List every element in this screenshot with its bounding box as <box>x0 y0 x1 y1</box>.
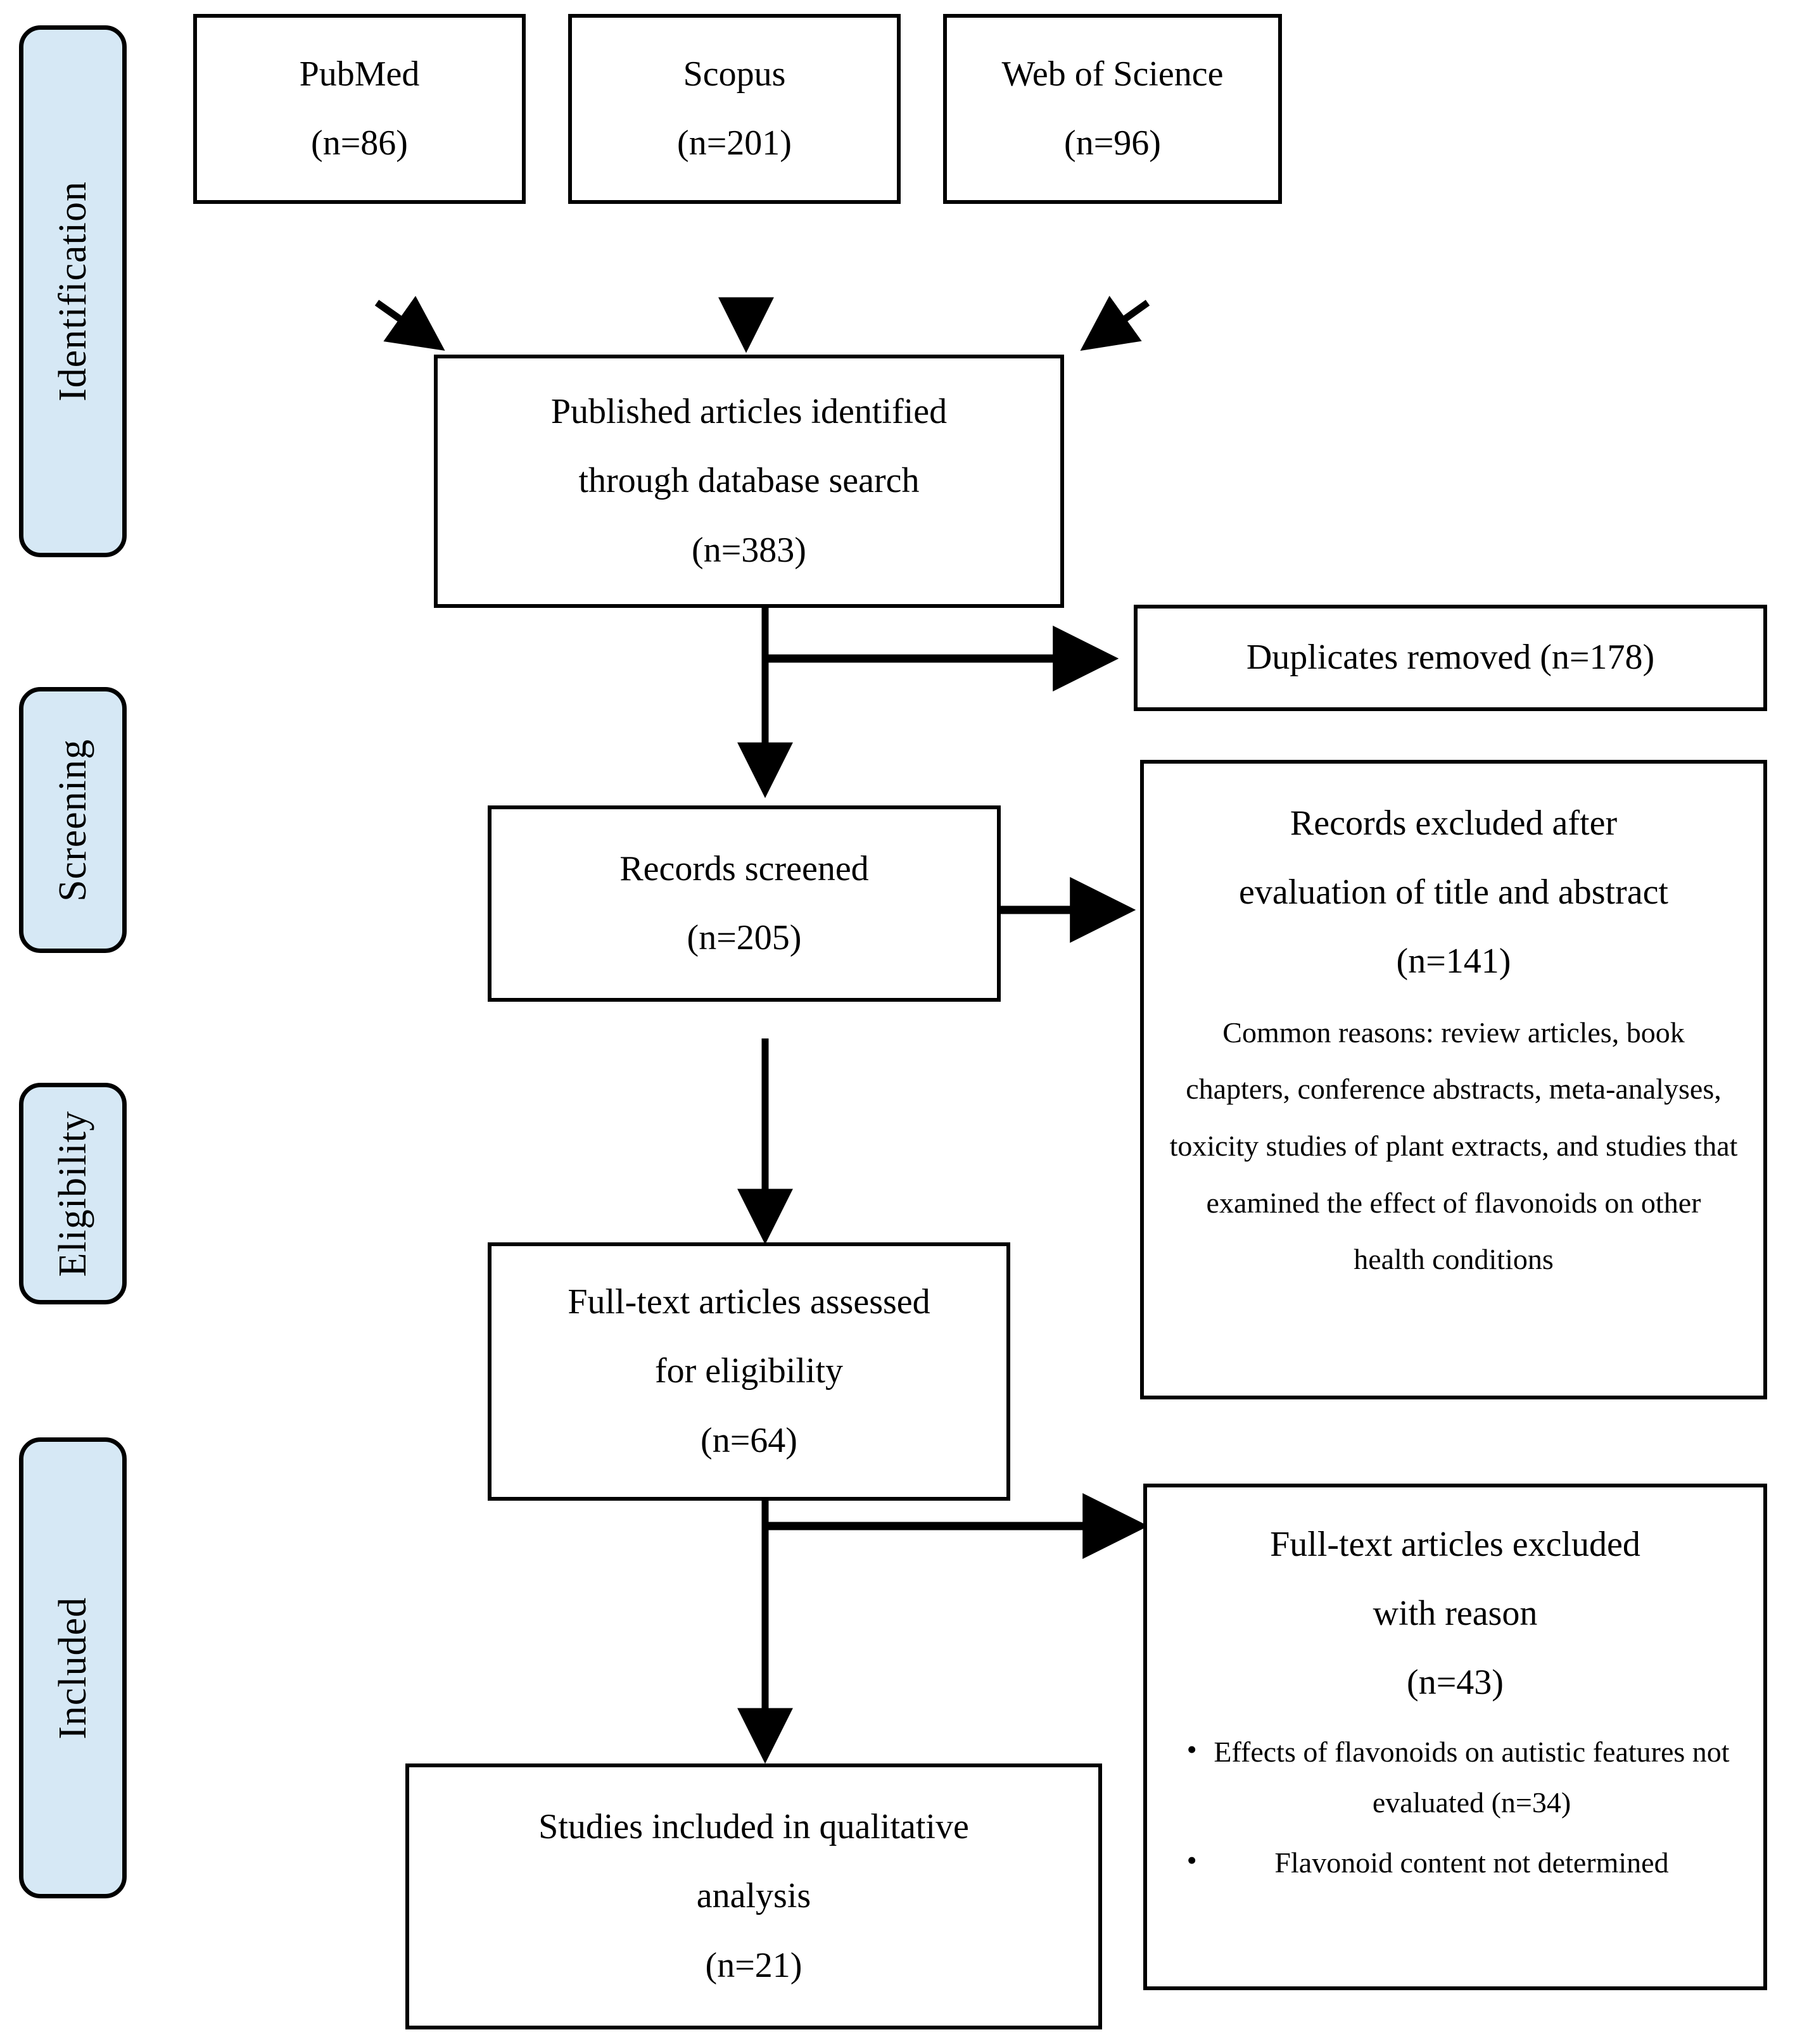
fulltext-excluded-count: (n=43) <box>1407 1663 1504 1703</box>
fulltext-excluded-line-1: Full-text articles excluded <box>1270 1525 1640 1564</box>
identified-line-1: Published articles identified <box>550 392 948 432</box>
records-excluded-count: (n=141) <box>1396 942 1511 981</box>
stage-included: Included <box>19 1437 127 1898</box>
duplicates-removed-text: Duplicates removed (n=178) <box>1246 638 1655 678</box>
source-name-scopus: Scopus <box>683 54 786 94</box>
records-excluded-line-1: Records excluded after <box>1290 804 1618 843</box>
source-count-pubmed: (n=86) <box>311 123 408 163</box>
records-excluded-reasons: Common reasons: review articles, book ch… <box>1169 1016 1738 1276</box>
studies-included-line-1: Studies included in qualitative <box>538 1807 969 1847</box>
source-box-web-of-science: Web of Science (n=96) <box>943 14 1282 204</box>
records-screened-count: (n=205) <box>687 918 802 957</box>
box-duplicates-removed: Duplicates removed (n=178) <box>1134 605 1767 711</box>
arrow-wos-to-identified <box>1080 296 1150 351</box>
list-item: Effects of flavonoids on autistic featur… <box>1178 1724 1733 1829</box>
studies-included-line-2: analysis <box>696 1876 811 1916</box>
box-records-screened: Records screened (n=205) <box>488 805 1001 1002</box>
source-count-scopus: (n=201) <box>677 123 792 163</box>
identified-count: (n=383) <box>692 530 806 570</box>
fulltext-excluded-line-2: with reason <box>1373 1594 1538 1634</box>
source-box-pubmed: PubMed (n=86) <box>193 14 526 204</box>
stage-label-identification: Identification <box>51 181 94 401</box>
studies-included-count: (n=21) <box>705 1945 802 1985</box>
stage-label-included: Included <box>51 1596 94 1739</box>
stage-eligibility: Eligibility <box>19 1083 127 1304</box>
source-count-web-of-science: (n=96) <box>1064 123 1161 163</box>
stage-label-eligibility: Eligibility <box>51 1110 94 1277</box>
box-published-articles-identified: Published articles identified through da… <box>434 355 1064 608</box>
list-item: Flavonoid content not determined <box>1178 1835 1733 1889</box>
records-excluded-line-2: evaluation of title and abstract <box>1239 873 1668 912</box>
records-screened-line-1: Records screened <box>619 849 869 888</box>
box-studies-included: Studies included in qualitative analysis… <box>405 1763 1102 2029</box>
fulltext-assessed-line-2: for eligibility <box>654 1351 844 1391</box>
stage-screening: Screening <box>19 687 127 953</box>
source-box-scopus: Scopus (n=201) <box>568 14 901 204</box>
identified-line-2: through database search <box>578 461 920 501</box>
source-name-pubmed: PubMed <box>299 54 420 94</box>
box-records-excluded: Records excluded after evaluation of tit… <box>1140 760 1767 1399</box>
box-fulltext-assessed: Full-text articles assessed for eligibil… <box>488 1242 1010 1501</box>
fulltext-excluded-reason-list: Effects of flavonoids on autistic featur… <box>1178 1724 1733 1898</box>
box-fulltext-excluded: Full-text articles excluded with reason … <box>1143 1484 1767 1990</box>
stage-label-screening: Screening <box>51 738 94 902</box>
fulltext-assessed-count: (n=64) <box>701 1420 797 1460</box>
source-name-web-of-science: Web of Science <box>1001 54 1224 94</box>
stage-identification: Identification <box>19 25 127 557</box>
arrow-pubmed-to-identified <box>374 296 445 351</box>
fulltext-assessed-line-1: Full-text articles assessed <box>568 1282 930 1322</box>
